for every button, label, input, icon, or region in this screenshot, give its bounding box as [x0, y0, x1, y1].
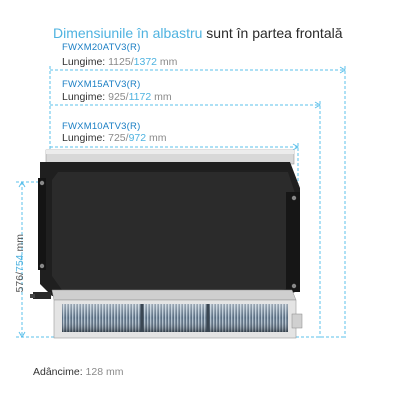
length-min: 1125 — [108, 56, 131, 68]
length-unit: mm — [159, 56, 178, 68]
length-unit: mm — [149, 132, 167, 144]
model-code-20: FWXM20ATV3(R) — [62, 42, 141, 53]
model-code-10: FWXM10ATV3(R) — [62, 121, 141, 132]
height-max: 754 — [13, 254, 26, 272]
length-20: Lungime: 1125/1372 mm — [62, 57, 177, 68]
depth-unit: mm — [105, 366, 124, 378]
length-min: 925 — [108, 91, 126, 103]
length-max: 1372 — [133, 56, 157, 68]
length-15: Lungime: 925/1172 mm — [62, 92, 172, 103]
height-unit: mm — [13, 234, 26, 252]
blower-shade — [62, 304, 288, 332]
height-label: 576/754 mm — [13, 233, 26, 293]
model-code-15: FWXM15ATV3(R) — [62, 79, 141, 90]
length-separator: / — [125, 91, 129, 103]
length-min: 725 — [108, 132, 126, 144]
length-label: Lungime: — [62, 91, 106, 103]
length-label: Lungime: — [62, 56, 106, 68]
length-separator: / — [125, 132, 129, 144]
heading-rest: sunt în partea frontală — [202, 25, 343, 41]
unit-body — [38, 162, 300, 296]
length-label: Lungime: — [62, 132, 106, 144]
length-max: 1172 — [128, 91, 152, 103]
depth-value: 128 — [85, 366, 104, 378]
heading-highlight: Dimensiunile în albastru — [53, 25, 203, 41]
height-separator: / — [13, 272, 26, 275]
length-10: Lungime: 725/972 mm — [62, 133, 167, 144]
depth-label: Adâncime: 128 mm — [33, 367, 123, 378]
diagram-heading: Dimensiunile în albastru sunt în partea … — [53, 26, 343, 40]
depth-text: Adâncime: — [33, 366, 83, 378]
length-separator: / — [130, 56, 134, 68]
length-arrow-20 — [339, 66, 346, 74]
length-max: 972 — [128, 132, 147, 144]
height-min: 576 — [13, 274, 26, 293]
length-arrow-15 — [314, 101, 321, 109]
length-unit: mm — [154, 91, 172, 103]
length-arrow-10 — [292, 143, 299, 151]
